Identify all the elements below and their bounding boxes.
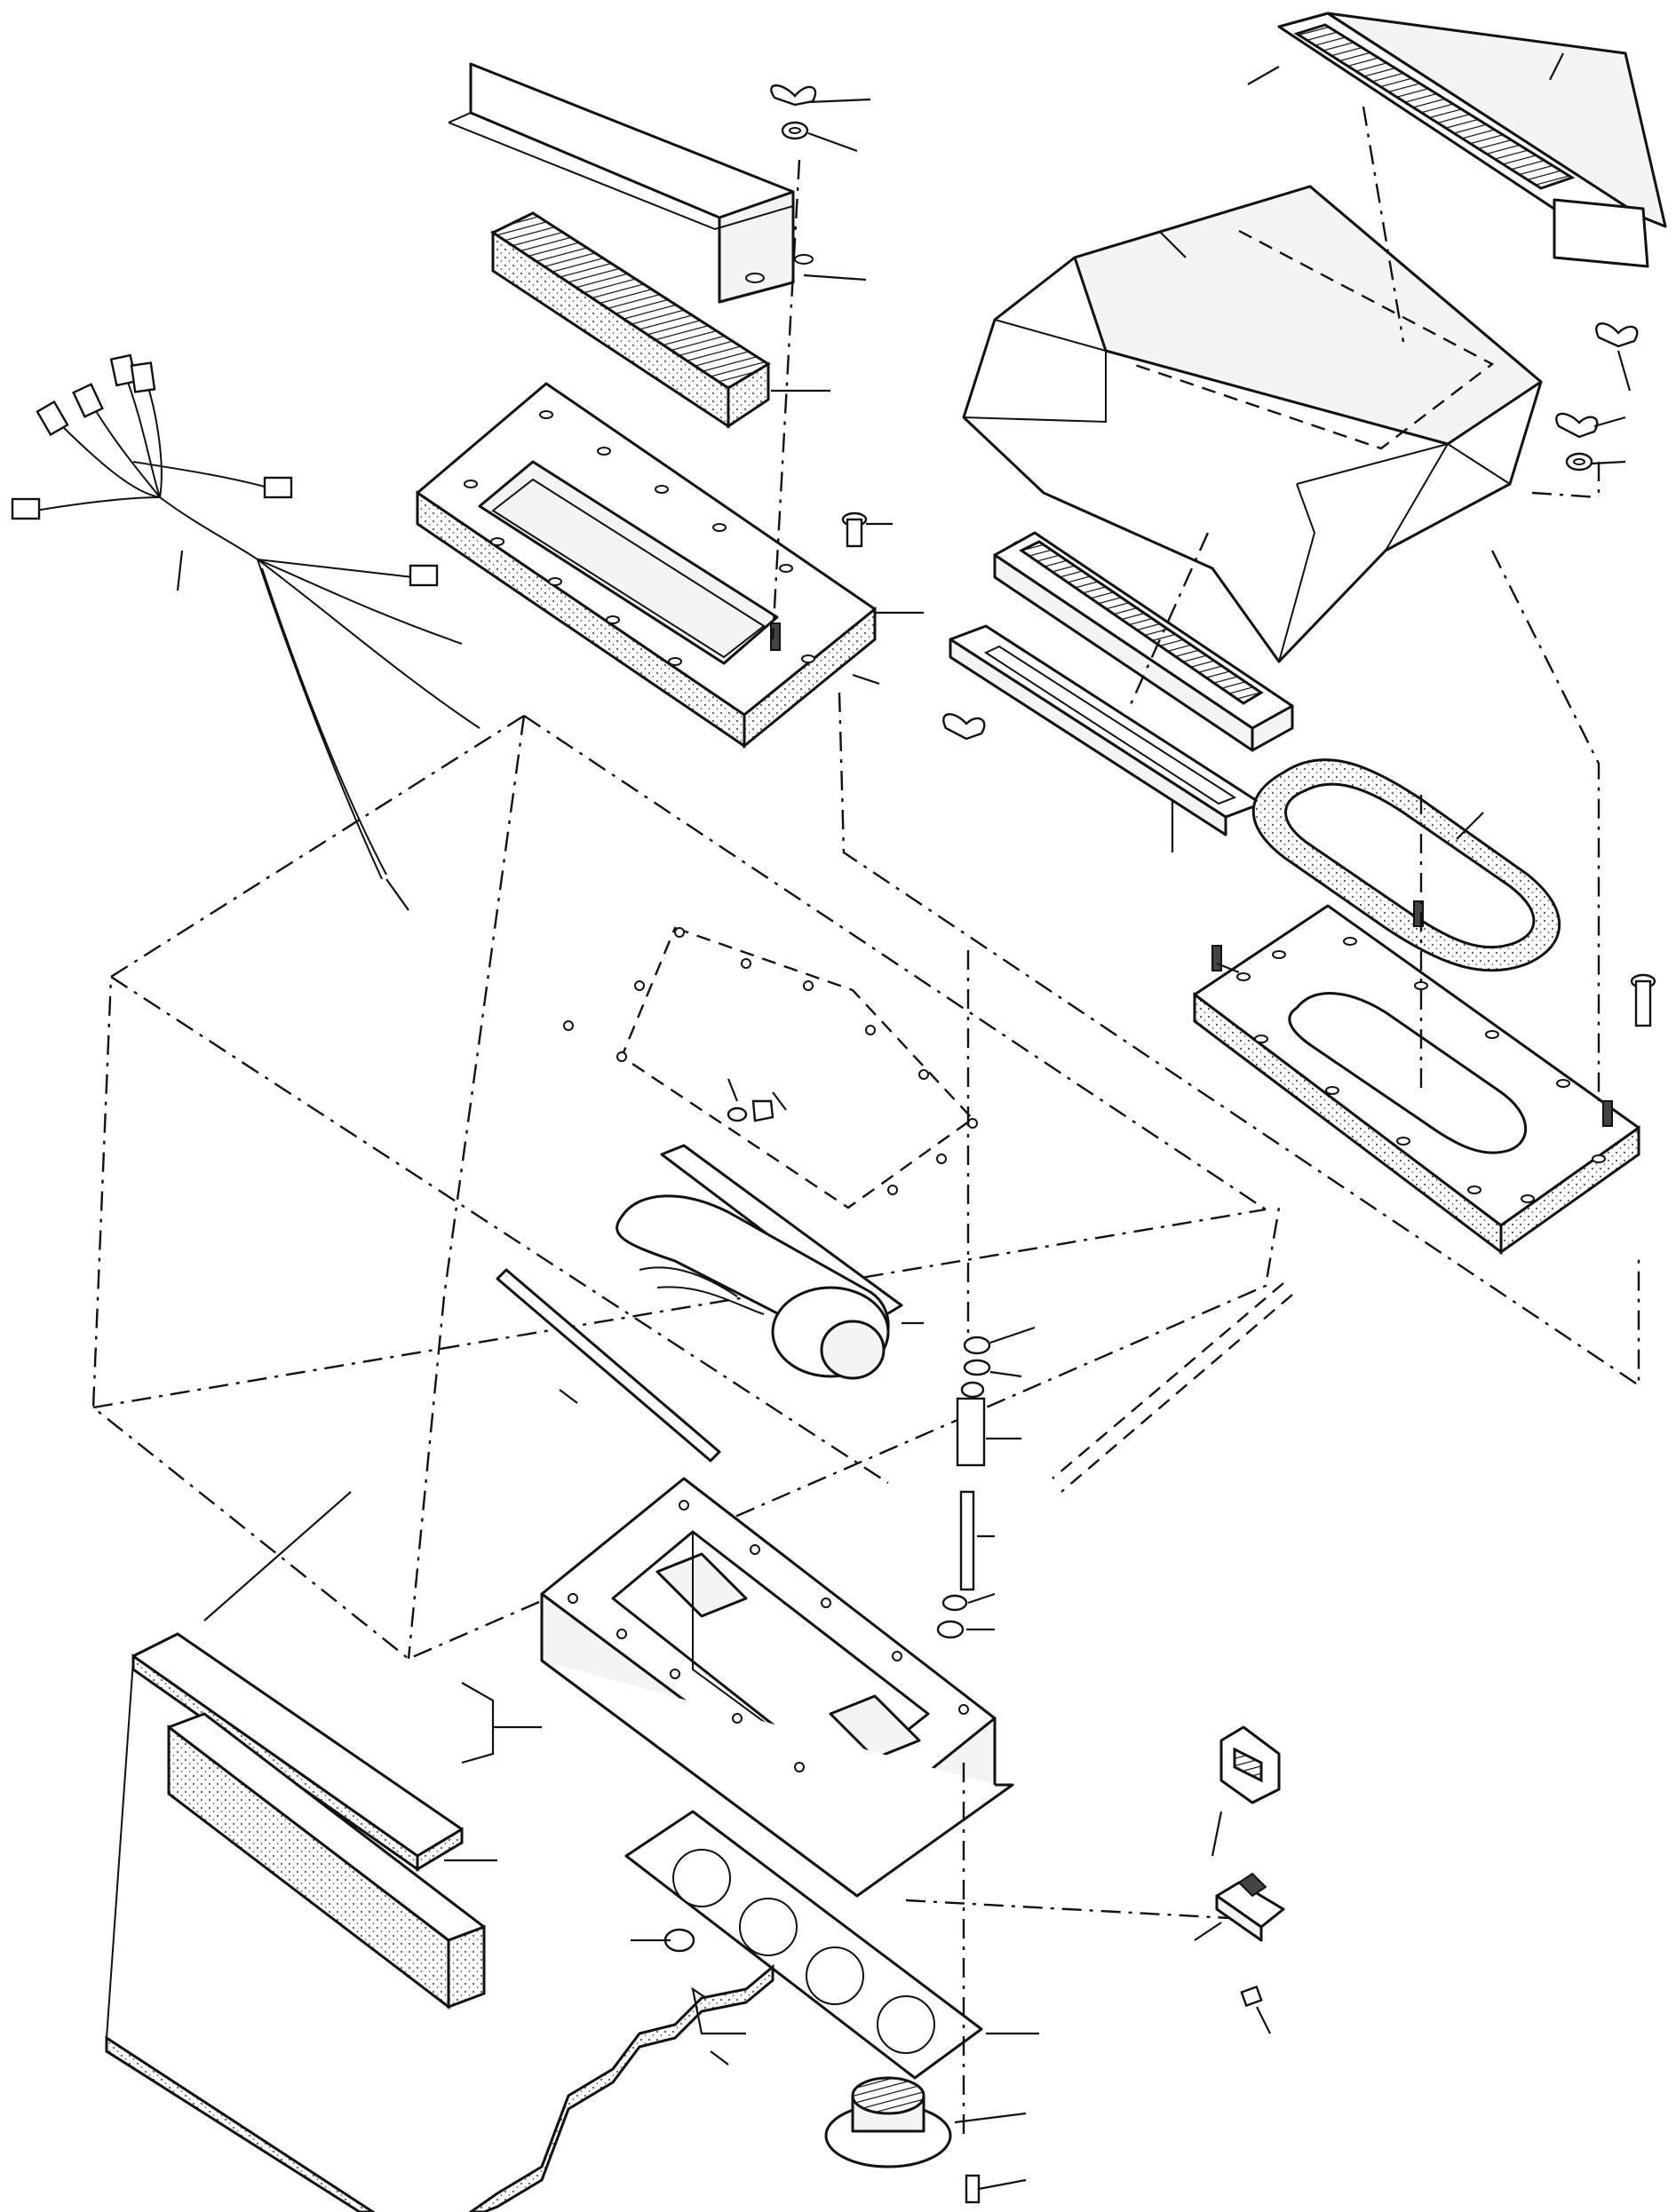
small-screw-and-washer bbox=[727, 1099, 774, 1122]
inlet-frame bbox=[949, 624, 1263, 836]
oval-gasket bbox=[1251, 758, 1561, 972]
threaded-studs-right bbox=[1211, 900, 1613, 1127]
box-flange-holes bbox=[568, 1500, 969, 1772]
lower-housing-box bbox=[540, 1477, 1014, 1898]
wing-nut-upper bbox=[770, 84, 817, 140]
bottom-gasket-plate bbox=[624, 1810, 983, 2080]
wing-nut-right-upper bbox=[1595, 322, 1639, 348]
wiring-harness bbox=[11, 353, 481, 880]
motor-mounting-strap bbox=[496, 1268, 721, 1463]
plate-bolt-holes bbox=[464, 410, 815, 666]
threaded-stud-upper bbox=[770, 622, 781, 651]
phantom-holes bbox=[563, 927, 978, 1195]
outlet-grille-assembly bbox=[1277, 12, 1667, 268]
relay-module bbox=[1219, 1725, 1281, 1804]
inlet-grille bbox=[993, 531, 1294, 752]
phantom-enclosure-outline bbox=[91, 714, 1293, 1661]
cap-screw-right bbox=[1630, 973, 1656, 1027]
drain-fitting bbox=[824, 2076, 981, 2204]
toggle-switch bbox=[1215, 1872, 1285, 1942]
wing-nut-inlet bbox=[942, 713, 986, 741]
switch-knob bbox=[1240, 1985, 1263, 2008]
pleated-filter-element bbox=[489, 211, 771, 429]
broken-view-break-line bbox=[468, 1963, 774, 2212]
foam-insulation-block-lower bbox=[167, 1712, 486, 2010]
blower-mounting-plate bbox=[1193, 904, 1640, 1256]
callout-leader-lines bbox=[176, 52, 1632, 2191]
stacked-hardware bbox=[936, 1336, 991, 1639]
filter-mounting-plate bbox=[416, 382, 877, 749]
harness-terminal-connectors bbox=[11, 353, 439, 587]
phantom-mounting-pattern bbox=[563, 926, 978, 1209]
fan-motor-assembly bbox=[616, 1144, 903, 1380]
blower-plate-holes bbox=[1236, 937, 1606, 1203]
cap-screw-upper bbox=[841, 511, 868, 548]
foam-seal-strip bbox=[105, 1660, 376, 2212]
alignment-centerlines bbox=[771, 106, 1640, 2140]
wing-nut-right-lower bbox=[1555, 412, 1599, 472]
filter-cover-housing bbox=[448, 62, 814, 304]
